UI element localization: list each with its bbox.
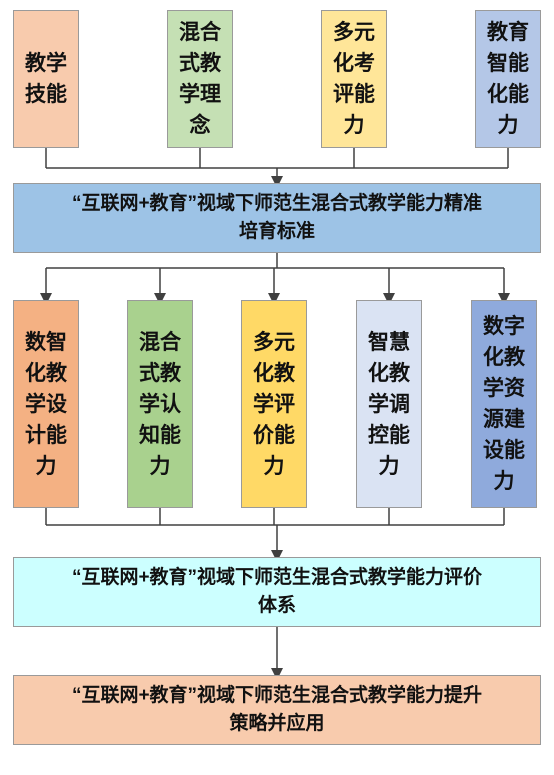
- text-line: 智能: [487, 52, 529, 75]
- text-line: 化教: [253, 361, 295, 385]
- text-line: 学调: [368, 392, 410, 416]
- mid-box-text: 智慧化教学调控能力: [368, 327, 410, 482]
- text-line: 策略并应用: [229, 713, 325, 734]
- band-improvement-strategy: “互联网+教育”视域下师范生混合式教学能力提升策略并应用: [13, 675, 541, 745]
- text-line: 数字: [483, 315, 525, 338]
- mid-box-resource-ability: 数字化教学资源建设能力: [471, 300, 537, 508]
- text-line: 力: [497, 114, 519, 137]
- top-box-intelligent-education: 教育智能化能力: [475, 10, 541, 148]
- text-line: 式教: [139, 361, 181, 385]
- text-line: 学认: [139, 392, 181, 416]
- text-line: 价能: [253, 423, 295, 447]
- text-line: 力: [343, 114, 365, 137]
- text-line: 智慧: [368, 330, 410, 354]
- text-line: 学设: [25, 392, 67, 416]
- text-line: 力: [493, 470, 515, 493]
- mid-box-text: 多元化教学评价能力: [253, 327, 295, 482]
- top-box-text: 混合式教学理念: [179, 17, 221, 141]
- text-line: 多元: [333, 21, 375, 44]
- text-line: 数智: [25, 330, 67, 354]
- text-line: 力: [35, 454, 57, 478]
- text-line: 设能: [483, 439, 525, 462]
- top-box-text: 教学技能: [25, 48, 67, 110]
- text-line: 混合: [179, 21, 221, 44]
- text-line: 学资: [483, 377, 525, 400]
- mid-box-text: 数智化教学设计能力: [25, 327, 67, 482]
- text-line: 体系: [257, 595, 296, 616]
- mid-box-text: 数字化教学资源建设能力: [483, 311, 525, 497]
- text-line: 化能: [487, 83, 529, 106]
- band-text: “互联网+教育”视域下师范生混合式教学能力精准培育标准: [58, 190, 496, 246]
- text-line: 化教: [483, 346, 525, 369]
- text-line: “互联网+教育”视域下师范生混合式教学能力精准: [71, 193, 483, 214]
- text-line: 学理: [179, 83, 221, 106]
- text-line: 教育: [487, 21, 529, 44]
- text-line: 化考: [333, 52, 375, 75]
- top-box-teaching-skills: 教学技能: [13, 10, 79, 148]
- text-line: 知能: [139, 423, 181, 447]
- top-box-text: 教育智能化能力: [487, 17, 529, 141]
- top-box-text: 多元化考评能力: [333, 17, 375, 141]
- band-evaluation-system: “互联网+教育”视域下师范生混合式教学能力评价体系: [13, 557, 541, 627]
- text-line: 评能: [333, 83, 375, 106]
- text-line: 力: [149, 454, 171, 478]
- mid-box-control-ability: 智慧化教学调控能力: [356, 300, 422, 508]
- text-line: 化教: [25, 361, 67, 385]
- text-line: 控能: [368, 423, 410, 447]
- text-line: “互联网+教育”视域下师范生混合式教学能力提升: [71, 685, 483, 706]
- text-line: “互联网+教育”视域下师范生混合式教学能力评价: [71, 567, 483, 588]
- text-line: 力: [378, 454, 400, 478]
- text-line: 源建: [483, 408, 525, 431]
- text-line: 化教: [368, 361, 410, 385]
- mid-box-evaluation-ability: 多元化教学评价能力: [241, 300, 307, 508]
- band-cultivation-standard: “互联网+教育”视域下师范生混合式教学能力精准培育标准: [13, 183, 541, 253]
- text-line: 力: [263, 454, 285, 478]
- text-line: 多元: [253, 330, 295, 354]
- text-line: 混合: [139, 330, 181, 354]
- text-line: 培育标准: [238, 221, 315, 242]
- band-text: “互联网+教育”视域下师范生混合式教学能力评价体系: [58, 564, 496, 620]
- text-line: 式教: [179, 52, 221, 75]
- top-box-diverse-assessment: 多元化考评能力: [321, 10, 387, 148]
- mid-box-design-ability: 数智化教学设计能力: [13, 300, 79, 508]
- text-line: 学评: [253, 392, 295, 416]
- mid-box-cognition-ability: 混合式教学认知能力: [127, 300, 193, 508]
- text-line: 念: [189, 114, 211, 137]
- text-line: 技能: [25, 83, 67, 106]
- top-box-blended-concept: 混合式教学理念: [167, 10, 233, 148]
- text-line: 计能: [25, 423, 67, 447]
- band-text: “互联网+教育”视域下师范生混合式教学能力提升策略并应用: [58, 682, 496, 738]
- mid-box-text: 混合式教学认知能力: [139, 327, 181, 482]
- text-line: 教学: [25, 52, 67, 75]
